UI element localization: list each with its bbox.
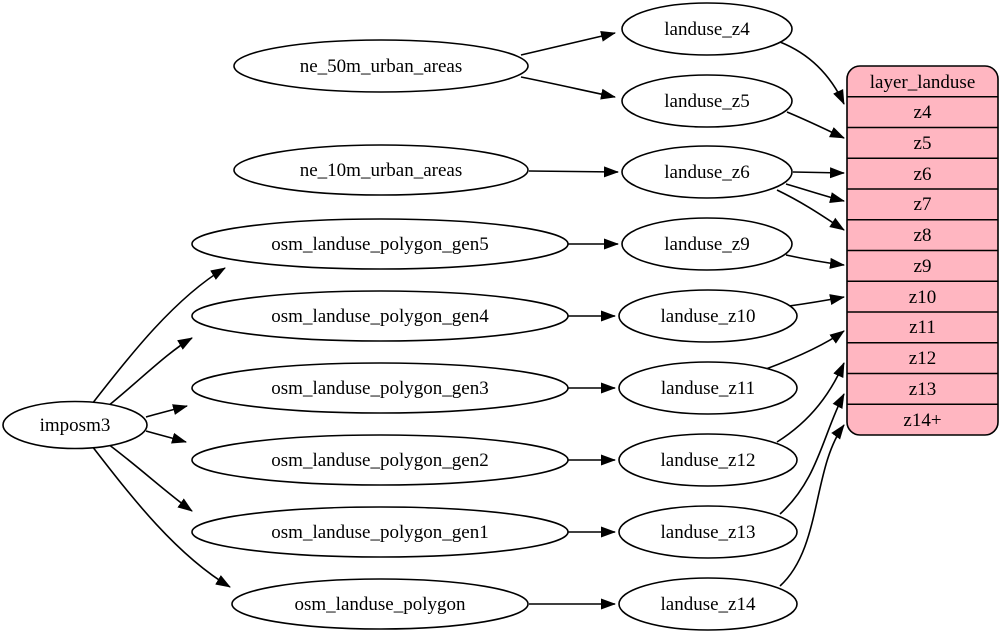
edge-imposm3-to-osm-landuse-polygon-gen5 [91, 267, 226, 405]
table-row-z6: z6 [914, 164, 932, 185]
node-landuse-z10: landuse_z10 [618, 289, 798, 343]
edge-imposm3-to-osm-landuse-polygon [91, 445, 231, 588]
table-title: layer_landuse [870, 72, 976, 93]
gen3-ellipse [191, 362, 569, 414]
edge-landuse-z6-to-row-z6 [792, 167, 845, 179]
gen1-ellipse [191, 506, 569, 558]
table-row-z8: z8 [914, 225, 932, 246]
node-imposm3: imposm3 [2, 400, 148, 450]
ne-10m-ellipse [233, 144, 529, 196]
landuse-z10-ellipse [618, 289, 798, 343]
landuse-z13-label: landuse_z13 [661, 522, 756, 543]
gen1-label: osm_landuse_polygon_gen1 [271, 522, 488, 543]
landuse-z9-label: landuse_z9 [664, 234, 749, 255]
node-landuse-z13: landuse_z13 [618, 505, 798, 559]
landuse-z6-label: landuse_z6 [664, 162, 749, 183]
imposm3-label: imposm3 [40, 415, 111, 436]
edge-ne-50m-to-landuse-z5 [520, 76, 616, 100]
table-row-z9: z9 [914, 256, 932, 277]
edge-landuse-z6-to-row-z7 [785, 183, 845, 203]
edges-group [91, 30, 845, 610]
imposm3-ellipse [2, 400, 148, 450]
node-osm-landuse-polygon-gen1: osm_landuse_polygon_gen1 [191, 506, 569, 558]
landuse-z5-ellipse [621, 74, 793, 128]
landuse-z6-ellipse [621, 145, 793, 199]
landuse-z13-ellipse [618, 505, 798, 559]
ne-50m-ellipse [233, 39, 529, 93]
edge-landuse-z6-to-row-z8 [776, 189, 845, 231]
table-row-z7: z7 [914, 194, 932, 215]
edge-landuse-z9-to-row-z9 [785, 254, 845, 269]
node-landuse-z11: landuse_z11 [618, 361, 798, 415]
landuse-z5-label: landuse_z5 [664, 91, 749, 112]
node-landuse-z4: landuse_z4 [621, 2, 793, 56]
gen2-ellipse [191, 434, 569, 486]
edge-landuse-z14-to-row-z14plus [779, 424, 845, 587]
edge-landuse-z13-to-row-z13 [779, 393, 845, 515]
table-row-z10: z10 [909, 287, 936, 308]
landuse-z4-ellipse [621, 2, 793, 56]
polygon-label: osm_landuse_polygon [295, 594, 466, 615]
landuse-z12-label: landuse_z12 [661, 450, 756, 471]
edge-landuse-z12-to-row-z12 [776, 362, 845, 443]
node-osm-landuse-polygon-gen5: osm_landuse_polygon_gen5 [191, 218, 569, 270]
node-osm-landuse-polygon-gen4: osm_landuse_polygon_gen4 [191, 290, 569, 342]
landuse-z12-ellipse [618, 433, 798, 487]
gen3-label: osm_landuse_polygon_gen3 [271, 378, 488, 399]
edge-imposm3-to-osm-landuse-polygon-gen3 [145, 404, 188, 418]
landuse-z14-ellipse [618, 577, 798, 631]
node-landuse-z9: landuse_z9 [621, 217, 793, 271]
ne-10m-label: ne_10m_urban_areas [300, 160, 463, 181]
node-layer-landuse-table: layer_landuse z4 z5 z6 z7 z8 z9 z10 z11 … [846, 65, 999, 436]
edge-ne-50m-to-landuse-z4 [520, 30, 616, 56]
landuse-z10-label: landuse_z10 [661, 306, 756, 327]
gen4-label: osm_landuse_polygon_gen4 [271, 306, 489, 327]
ne-50m-label: ne_50m_urban_areas [300, 56, 463, 77]
edge-landuse-z10-to-row-z10 [788, 294, 845, 307]
landuse-z4-label: landuse_z4 [664, 19, 750, 40]
node-landuse-z6: landuse_z6 [621, 145, 793, 199]
landuse-z11-ellipse [618, 361, 798, 415]
edge-landuse-z4-to-row-z4 [779, 41, 845, 105]
landuse-z14-label: landuse_z14 [661, 594, 756, 615]
landuse-z11-label: landuse_z11 [661, 378, 755, 399]
gen4-ellipse [191, 290, 569, 342]
gen2-label: osm_landuse_polygon_gen2 [271, 450, 488, 471]
edge-landuse-z11-to-row-z11 [765, 330, 845, 370]
node-osm-landuse-polygon: osm_landuse_polygon [231, 578, 529, 630]
edge-ne-10m-to-landuse-z6 [528, 166, 619, 178]
edge-imposm3-to-osm-landuse-polygon-gen1 [107, 443, 193, 512]
gen5-label: osm_landuse_polygon_gen5 [271, 234, 488, 255]
table-row-z12: z12 [909, 348, 936, 369]
gen5-ellipse [191, 218, 569, 270]
edge-imposm3-to-osm-landuse-polygon-gen4 [107, 337, 193, 407]
node-osm-landuse-polygon-gen2: osm_landuse_polygon_gen2 [191, 434, 569, 486]
edge-imposm3-to-osm-landuse-polygon-gen2 [145, 430, 187, 444]
node-landuse-z12: landuse_z12 [618, 433, 798, 487]
edge-landuse-z5-to-row-z5 [786, 111, 845, 139]
table-row-z4: z4 [914, 102, 932, 123]
node-osm-landuse-polygon-gen3: osm_landuse_polygon_gen3 [191, 362, 569, 414]
node-landuse-z14: landuse_z14 [618, 577, 798, 631]
table-row-z11: z11 [909, 317, 936, 338]
landuse-z9-ellipse [621, 217, 793, 271]
table-row-z5: z5 [914, 133, 932, 154]
node-landuse-z5: landuse_z5 [621, 74, 793, 128]
table-row-z14plus: z14+ [903, 410, 941, 431]
table-row-z13: z13 [909, 379, 936, 400]
node-ne-10m-urban-areas: ne_10m_urban_areas [233, 144, 529, 196]
node-ne-50m-urban-areas: ne_50m_urban_areas [233, 39, 529, 93]
polygon-ellipse [231, 578, 529, 630]
